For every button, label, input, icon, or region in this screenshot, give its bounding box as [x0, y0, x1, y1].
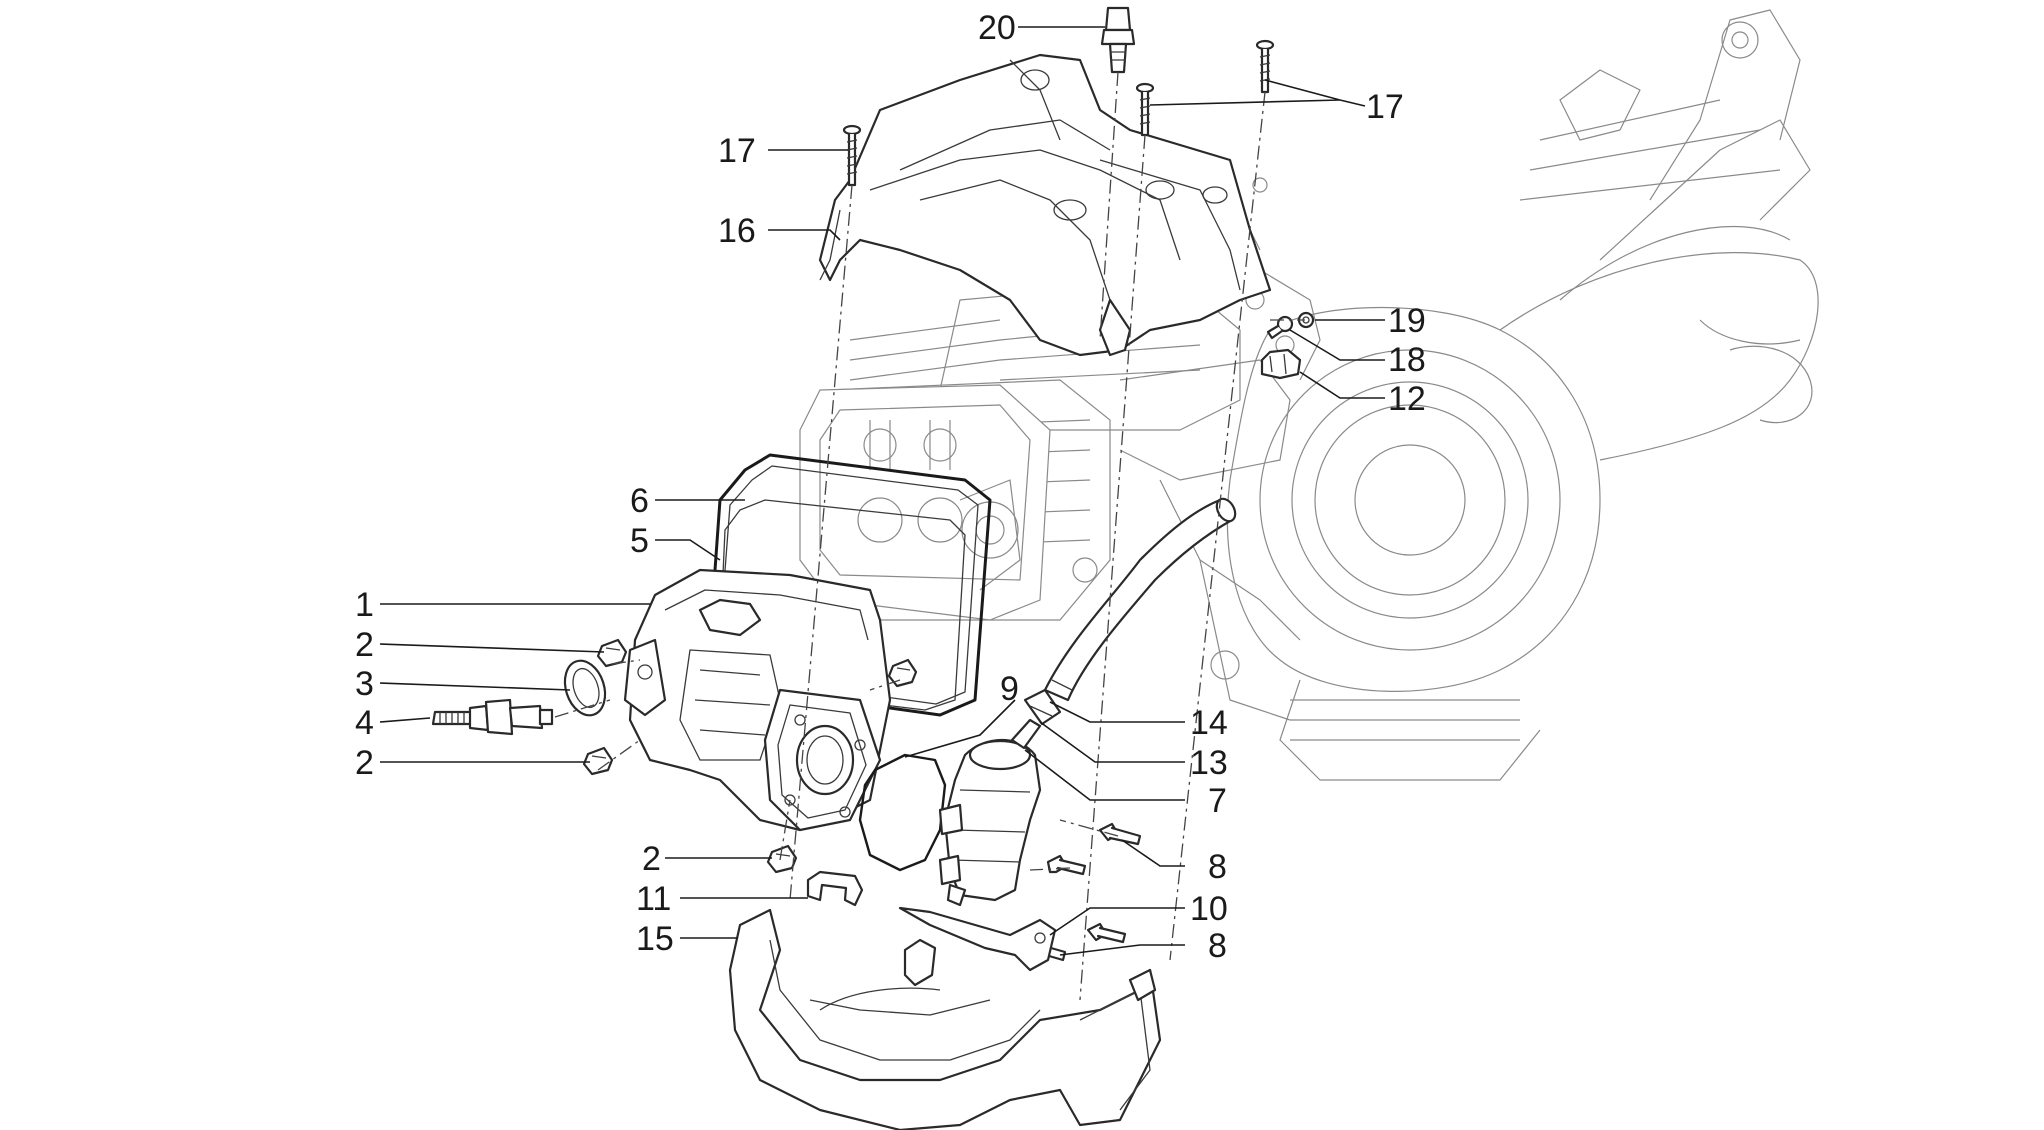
callout-1: 1 [355, 586, 374, 624]
callout-8-b: 8 [1208, 927, 1227, 965]
bolt-2-d [887, 658, 918, 688]
callout-8-a: 8 [1208, 848, 1227, 886]
callout-2-b: 2 [355, 744, 374, 782]
bolt-2-b [582, 746, 614, 776]
part-10-bracket [898, 906, 1057, 972]
callout-6: 6 [630, 482, 649, 520]
part-15-lower-cover [728, 908, 1162, 1130]
part-4-spark-plug [431, 698, 554, 736]
part-1-valve-cover [623, 568, 892, 832]
part-3-seal-ring [563, 659, 607, 717]
part-7-breather-housing [938, 718, 1042, 907]
bolt-8-c [1086, 922, 1127, 944]
callout-11: 11 [636, 880, 671, 918]
engine-background [799, 9, 1819, 781]
callout-2-c: 2 [642, 840, 661, 878]
bolt-8-b [1046, 854, 1087, 876]
bolt-2-c [766, 844, 798, 874]
callout-14: 14 [1190, 704, 1228, 742]
callout-17-right: 17 [1366, 88, 1404, 126]
screw-17-right [1255, 39, 1275, 94]
callout-9: 9 [1000, 670, 1019, 708]
part-11-clip [806, 870, 864, 907]
callout-12: 12 [1388, 380, 1426, 418]
callout-18: 18 [1388, 341, 1426, 379]
part-16-upper-cover [818, 53, 1272, 357]
screw-17-middle [1135, 82, 1155, 137]
callout-16: 16 [718, 212, 756, 250]
clip-12 [1260, 348, 1302, 380]
bolt-18 [1266, 315, 1294, 340]
callout-3: 3 [355, 665, 374, 703]
callout-5: 5 [630, 522, 649, 560]
callout-7: 7 [1208, 782, 1227, 820]
callout-17-left: 17 [718, 132, 756, 170]
part-9-o-ring [858, 753, 947, 872]
part-20-sensor [1100, 6, 1136, 74]
bolt-8-a [1098, 822, 1142, 846]
callout-labels: 20 17 17 16 19 18 12 6 5 1 2 3 4 2 9 14 … [355, 9, 1426, 965]
part-14-breather-hose [1043, 497, 1237, 702]
part-19-18-12-fasteners [1260, 311, 1315, 380]
callout-20: 20 [978, 9, 1016, 47]
assembly-dashed-lines [554, 71, 1305, 1001]
callout-13: 13 [1190, 744, 1228, 782]
callout-4: 4 [355, 704, 374, 742]
callout-10: 10 [1190, 890, 1228, 928]
callout-19: 19 [1388, 302, 1426, 340]
leader-lines [379, 26, 1385, 956]
callout-15: 15 [636, 920, 674, 958]
part-13-hose-clamp [1023, 688, 1062, 726]
callout-2-a: 2 [355, 626, 374, 664]
